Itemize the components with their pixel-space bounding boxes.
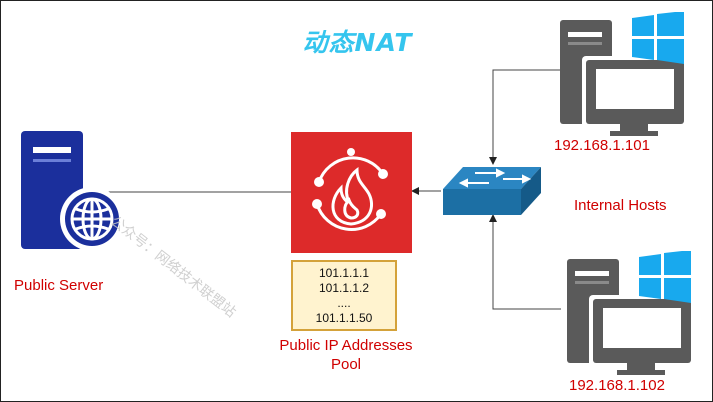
switch-icon xyxy=(443,167,541,215)
public-server-label: Public Server xyxy=(14,277,104,294)
link-host1-to-switch xyxy=(489,69,561,165)
internal-hosts-label: Internal Hosts xyxy=(574,197,667,214)
pool-label-line1: Public IP Addresses xyxy=(279,337,413,354)
windows-pc-icon xyxy=(567,250,695,375)
ip-address-pool: 101.1.1.1 101.1.1.2 .... 101.1.1.50 xyxy=(291,260,397,331)
link-host2-to-switch xyxy=(489,214,561,310)
firewall-icon xyxy=(291,132,412,253)
server-globe-icon xyxy=(21,131,124,251)
pool-address: 101.1.1.1 xyxy=(318,265,370,280)
windows-pc-icon xyxy=(560,11,688,136)
public-server xyxy=(19,129,129,259)
pool-address: 101.1.1.2 xyxy=(318,280,370,295)
network-switch xyxy=(441,165,543,217)
diagram-title: 动态NAT xyxy=(302,28,413,57)
nat-firewall xyxy=(291,132,412,253)
host-1-ip: 192.168.1.101 xyxy=(554,137,650,154)
host-2-ip: 192.168.1.102 xyxy=(569,377,665,394)
pool-address: 101.1.1.50 xyxy=(315,310,373,325)
pool-label: Public IP Addresses Pool xyxy=(256,336,436,374)
pool-address: .... xyxy=(337,295,351,310)
internal-host-1 xyxy=(556,11,691,137)
pool-label-line2: Pool xyxy=(330,356,362,373)
internal-host-2 xyxy=(563,250,698,376)
